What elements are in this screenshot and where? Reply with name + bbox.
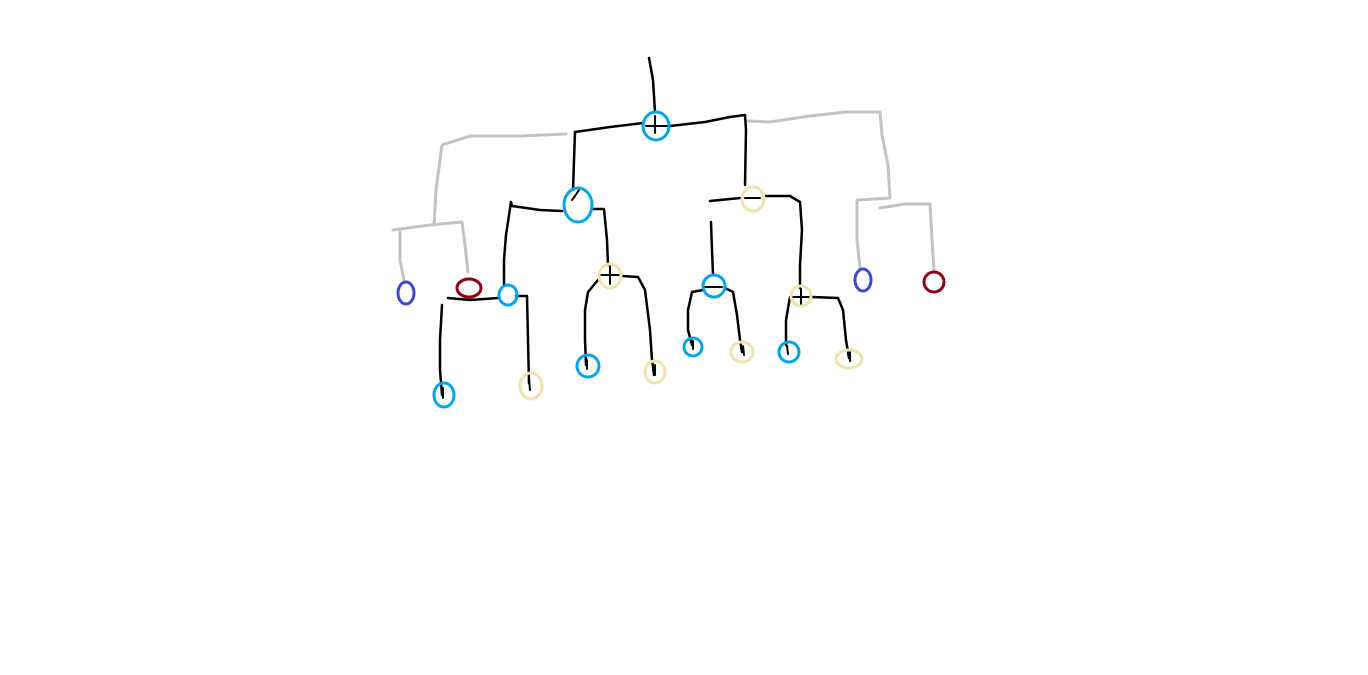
tree-edge (647, 56, 657, 114)
tree-edge (509, 200, 610, 267)
tree-edge (502, 200, 513, 287)
right-purple-marker (853, 267, 873, 293)
tree-edge (571, 130, 577, 192)
leaf-node (643, 359, 667, 385)
right-red-marker (922, 270, 946, 294)
tree-edge (690, 288, 705, 294)
bracket-line (391, 220, 470, 274)
leaf-node (575, 353, 601, 379)
leaf-node (729, 340, 755, 364)
node-right (740, 185, 766, 213)
tree-nodes (432, 110, 864, 409)
bracket-line (878, 202, 936, 272)
node-right-right (789, 284, 813, 308)
bracket-line (432, 132, 568, 227)
leaf-node (777, 340, 801, 364)
leaf-node (432, 381, 456, 409)
tree-lines (438, 56, 851, 399)
tree-edge (709, 220, 715, 277)
tree-edge (438, 303, 444, 397)
left-red-marker (455, 277, 483, 299)
check-mark (571, 189, 580, 201)
bracket-line (398, 230, 406, 282)
bracket-line (855, 198, 862, 270)
tree-edge (708, 194, 804, 290)
tree-edge (573, 113, 748, 187)
leaf-node (682, 336, 704, 358)
leaf-tick (442, 340, 851, 399)
node-left-right (597, 262, 623, 290)
node-right-left (701, 273, 727, 299)
node-left-left (497, 283, 519, 307)
leaf-node (518, 371, 544, 401)
side-markers (396, 267, 946, 306)
plus-mark (600, 265, 621, 285)
tree-edge (446, 294, 531, 385)
plus-mark (791, 288, 811, 306)
root-node (641, 110, 671, 142)
plus-mark (645, 115, 669, 134)
leaf-node (834, 348, 864, 370)
tree-edge (784, 295, 851, 360)
left-purple-marker (396, 280, 416, 306)
right-bracket-lines (746, 110, 936, 272)
left-bracket-lines (391, 132, 568, 282)
bracket-line (746, 110, 892, 202)
node-left (562, 186, 594, 224)
tree-edge (583, 274, 656, 377)
